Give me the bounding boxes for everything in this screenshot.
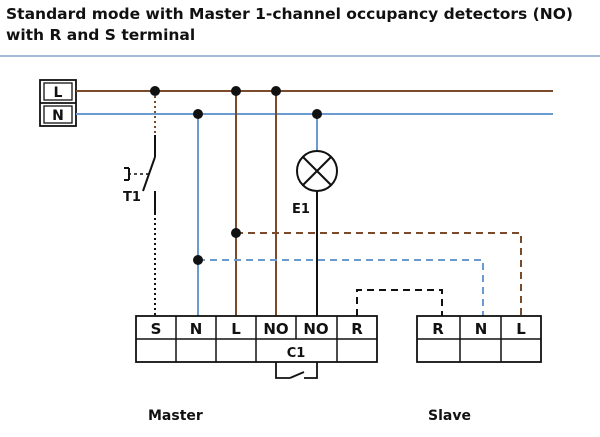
- slave-terminal-n: N: [475, 320, 488, 338]
- title-line-1: Standard mode with Master 1-channel occu…: [6, 5, 573, 23]
- master-terminal-no-2: NO: [303, 320, 328, 338]
- live-to-slave-wire: [236, 232, 522, 316]
- master-terminal-n: N: [190, 320, 203, 338]
- neutral-to-slave-wire: [198, 259, 484, 316]
- junction-dot: [231, 228, 241, 238]
- master-module: S N L NO NO R C1: [135, 315, 378, 363]
- master-terminal-no-1: NO: [263, 320, 288, 338]
- channel-c1-label: C1: [287, 346, 306, 361]
- lamp-e1: [296, 150, 338, 192]
- e1-label: E1: [292, 202, 310, 217]
- master-terminal-r: R: [351, 320, 363, 338]
- master-terminal-l: L: [231, 320, 241, 338]
- junction-dot: [193, 255, 203, 265]
- r-link-wire: [356, 289, 443, 316]
- supply-n-label: N: [52, 108, 64, 124]
- pushbutton-t1: [124, 91, 156, 213]
- junction-dot: [193, 109, 203, 119]
- master-terminal-s: S: [151, 320, 162, 338]
- junction-dot: [312, 109, 322, 119]
- slave-caption: Slave: [428, 408, 471, 424]
- title-line-2: with R and S terminal: [6, 26, 196, 44]
- relay-contact-symbol: [275, 362, 318, 379]
- slave-module: R N L: [416, 315, 542, 363]
- junction-dot: [150, 86, 160, 96]
- t1-label: T1: [123, 190, 141, 205]
- supply-l-label: L: [54, 85, 63, 101]
- diagram-title: Standard mode with Master 1-channel occu…: [6, 4, 596, 46]
- slave-terminal-r: R: [432, 320, 444, 338]
- junction-dot: [231, 86, 241, 96]
- supply-terminal-block: L N: [39, 79, 77, 127]
- slave-terminal-l: L: [516, 320, 526, 338]
- master-caption: Master: [148, 408, 203, 424]
- junction-dot: [271, 86, 281, 96]
